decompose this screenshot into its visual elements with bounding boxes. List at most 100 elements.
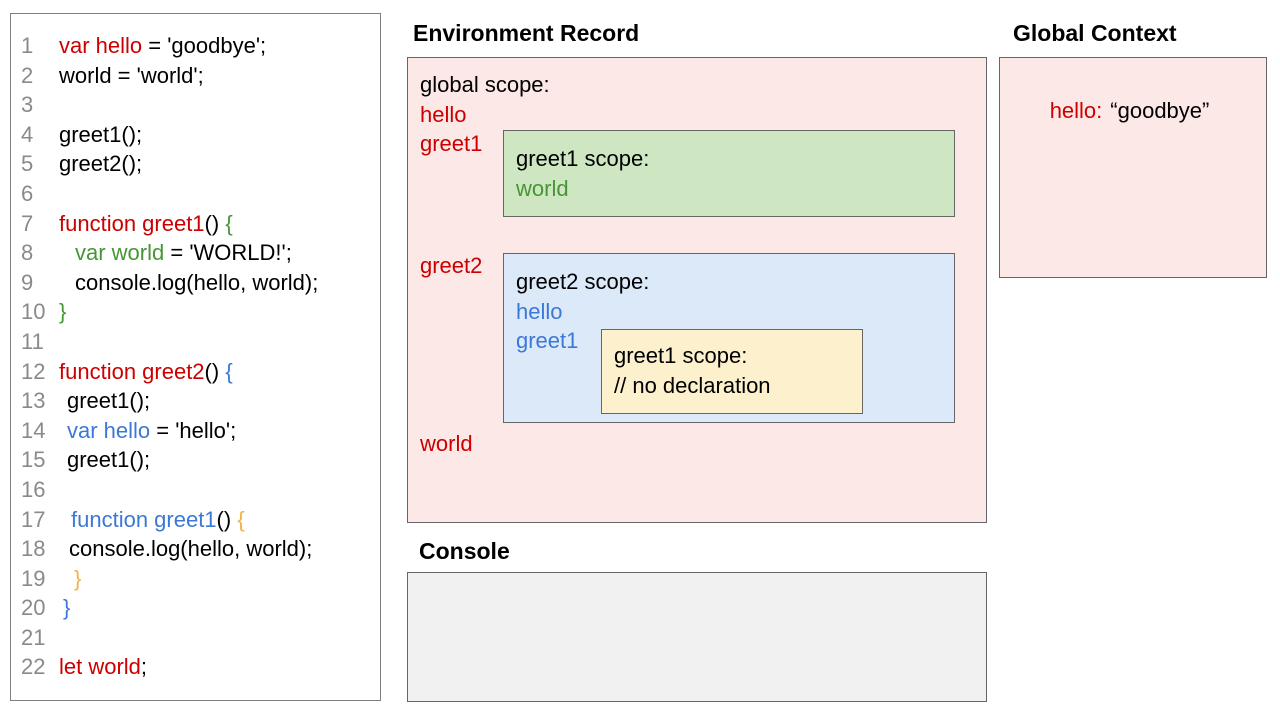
code-token: console.log(hello, world); [75,269,319,295]
line-number: 6 [21,180,34,206]
line-number: 10 [21,299,46,325]
line-number: 2 [21,62,34,88]
global-binding-hello: hello [420,102,467,127]
code-line-text: } [74,564,81,594]
code-line: 5 greet2(); [11,149,380,179]
code-token: = 'hello'; [150,417,237,443]
greet2-binding-greet1: greet1 [516,328,579,353]
line-number: 20 [21,595,46,621]
code-token: function greet1 [59,210,205,236]
greet1-binding-world: world [516,176,569,201]
code-line-text: console.log(hello, world); [69,534,312,564]
line-number: 3 [21,92,34,118]
greet2-scope-box: greet2 scope: hello greet1 greet1 scope:… [503,253,955,423]
code-token: } [74,565,82,591]
line-number: 9 [21,269,34,295]
line-number: 8 [21,240,34,266]
line-number: 14 [21,417,46,443]
code-token: ; [140,654,148,680]
code-token: console.log(hello, world); [69,536,313,562]
code-line: 21 [11,623,380,653]
line-number: 21 [21,624,46,650]
code-token: () [216,506,238,532]
line-number: 22 [21,654,46,680]
code-token: { [237,506,245,532]
line-number: 1 [21,33,34,58]
code-line: 10} [11,297,380,327]
line-number: 11 [21,328,44,354]
code-line: 15 greet1(); [11,445,380,475]
code-line-text: function greet2() { [59,357,233,387]
line-number: 13 [21,388,46,414]
code-token: = 'goodbye'; [142,33,267,58]
code-line: 19} [11,564,380,594]
code-line: 14 var hello = 'hello'; [11,416,380,446]
console-output-box [407,572,987,702]
environment-record-heading: Environment Record [413,20,640,46]
code-line: 13 greet1(); [11,386,380,416]
code-editor-panel: 1 var hello = 'goodbye'; 2 world = 'world';… [10,13,381,701]
code-line: 12 function greet2() { [11,357,380,387]
code-line: 8 var world = 'WORLD!'; [11,238,380,268]
code-token: var hello [59,33,143,58]
code-line-text: greet1(); [59,120,142,150]
code-token: greet1(); [59,121,143,147]
code-token: greet2(); [59,151,143,177]
code-line-text: function greet1() { [59,209,233,239]
line-number: 18 [21,536,46,562]
inner-greet1-scope-title: greet1 scope: [614,343,748,368]
code-line-text: var hello = 'goodbye'; [59,31,266,61]
line-number: 5 [21,151,34,177]
code-line-text: world = 'world'; [59,61,204,91]
code-line: 6 [11,179,380,209]
global-scope-title: global scope: [420,72,550,97]
code-line-text: console.log(hello, world); [75,268,318,298]
global-binding-world: world [420,431,473,456]
line-number: 12 [21,358,46,384]
global-binding-greet2: greet2 [420,253,483,278]
global-context-entry-name: hello: [1049,98,1103,123]
code-token: function greet2 [59,358,205,384]
global-scope-box: global scope: hello greet1 greet2 world … [407,57,987,523]
code-line-text: let world; [59,652,147,682]
code-token: var hello [67,417,151,443]
global-context-entry-value: “goodbye” [1110,98,1210,123]
code-token: () [204,210,226,236]
global-context-box: hello: “goodbye” [999,57,1267,278]
line-number: 15 [21,447,46,473]
code-lines: 1 var hello = 'goodbye'; 2 world = 'world';… [11,14,380,682]
code-token: world = 'world'; [59,62,204,88]
line-number: 16 [21,476,46,502]
code-line-text: function greet1() { [71,505,245,535]
code-line: 3 [11,90,380,120]
line-number: 7 [21,210,34,236]
code-line-text: greet1(); [67,445,150,475]
code-token: function greet1 [71,506,217,532]
code-line: 2 world = 'world'; [11,61,380,91]
code-token: () [204,358,226,384]
code-line-text: greet1(); [67,386,150,416]
code-token: var world [75,240,165,266]
global-binding-greet1: greet1 [420,131,483,156]
code-token: = 'WORLD!'; [164,240,292,266]
code-line: 11 [11,327,380,357]
global-context-entry: hello: “goodbye” [1013,72,1210,150]
code-token: } [63,595,71,621]
greet2-binding-hello: hello [516,299,563,324]
code-line-text: } [63,593,70,623]
line-number: 17 [21,506,46,532]
code-line: 22 let world; [11,652,380,682]
code-line: 7 function greet1() { [11,209,380,239]
code-line-text: var hello = 'hello'; [67,416,236,446]
code-token: greet1(); [67,447,151,473]
greet1-scope-title: greet1 scope: [516,146,650,171]
code-token: { [225,210,233,236]
line-number: 19 [21,565,46,591]
code-line: 17 function greet1() { [11,505,380,535]
code-line: 9 console.log(hello, world); [11,268,380,298]
code-token: { [225,358,233,384]
code-line: 20} [11,593,380,623]
code-token: let world [59,654,141,680]
code-token: greet1(); [67,388,151,414]
